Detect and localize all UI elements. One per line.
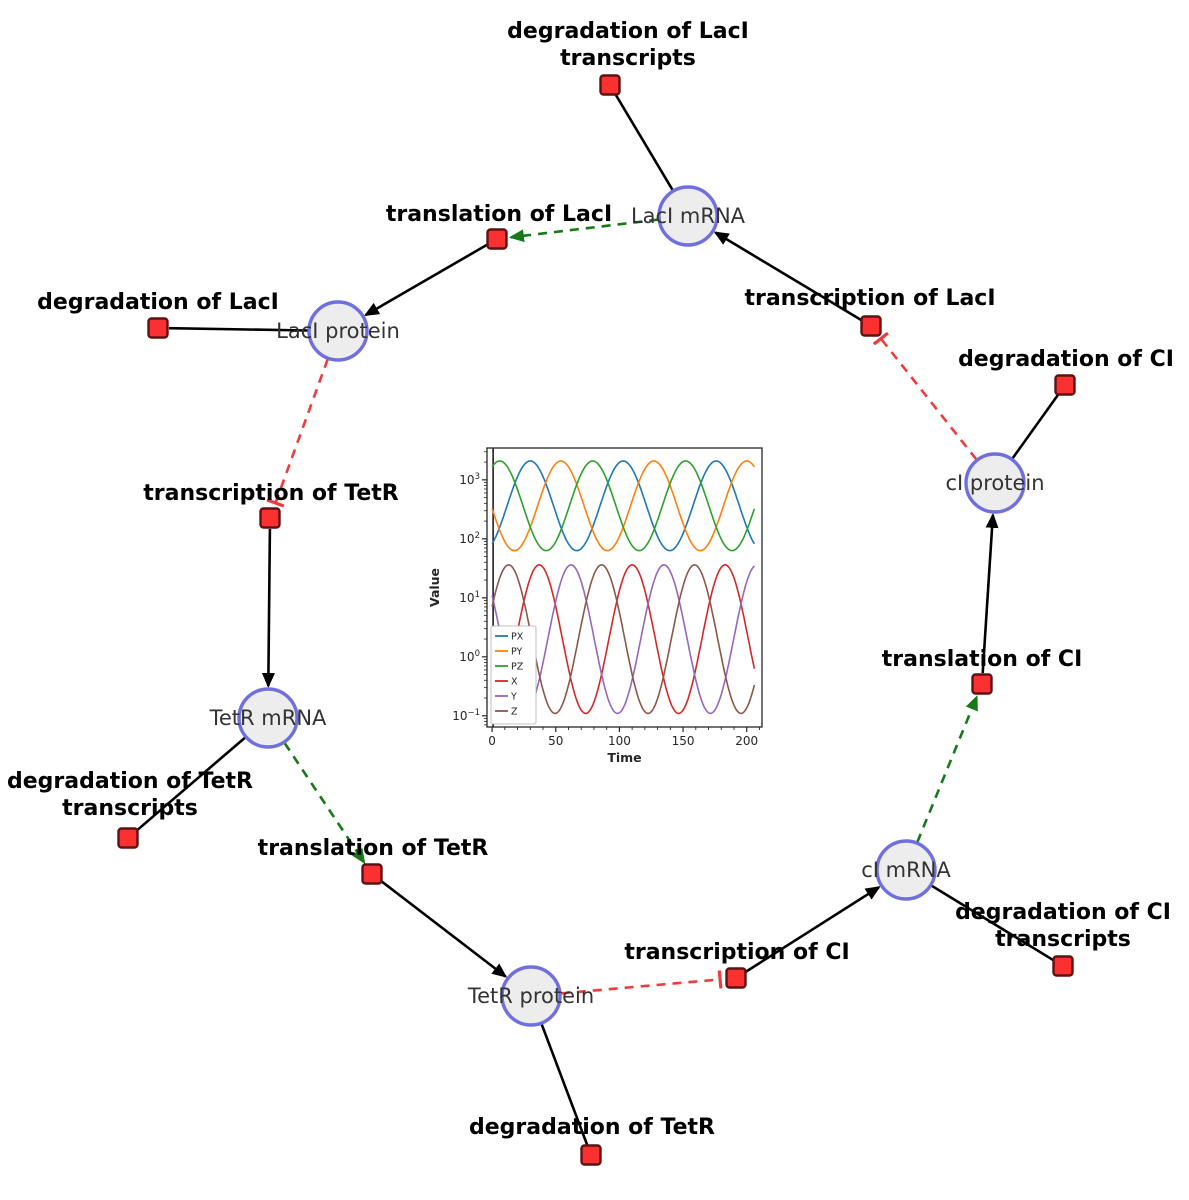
- reaction-node-layer: [117, 74, 1076, 1166]
- reaction-node-transcription-ci: [725, 967, 747, 989]
- edge-inhibitor-ci-protein-to-transcription-laci: [881, 339, 978, 461]
- series-PY: [491, 460, 756, 552]
- x-tick-label: 50: [548, 734, 563, 748]
- reaction-node-transcription-tetr: [259, 507, 281, 529]
- reaction-node-deg-ci-transcripts: [1052, 955, 1074, 977]
- reaction-node-deg-ci: [1054, 374, 1076, 396]
- edge-consume-ci-mrna-to-deg-ci-transcripts: [930, 884, 1055, 962]
- reaction-label-translation-tetr: translation of TetR: [258, 836, 489, 861]
- edge-layer: [135, 93, 1060, 1146]
- reaction-label-deg-ci: degradation of CI: [958, 347, 1174, 372]
- x-tick-label: 0: [488, 734, 496, 748]
- x-tick-label: 200: [735, 734, 758, 748]
- species-node-ci-protein: [964, 452, 1026, 514]
- chart-legend: PX PY PZ XYZ: [490, 625, 537, 725]
- edge-inhibitor-tetr-protein-to-transcription-ci: [560, 979, 720, 995]
- species-label-laci-protein: LacI protein: [276, 319, 400, 343]
- edge-modifier-ci-mrna-to-translation-ci: [916, 695, 978, 843]
- y-tick-label: 100: [459, 649, 480, 664]
- species-label-ci-protein: cI protein: [945, 471, 1044, 495]
- edge-consume-tetr-protein-to-deg-tetr: [540, 1023, 589, 1146]
- species-node-tetr-mrna: [237, 687, 299, 749]
- legend-label-X: X: [511, 677, 518, 688]
- edge-consume-laci-protein-to-deg-laci: [168, 326, 309, 332]
- series-X: [492, 563, 756, 715]
- species-node-laci-protein: [307, 300, 369, 362]
- y-tick-label: 10−1: [452, 708, 480, 723]
- species-label-laci-mrna: LacI mRNA: [631, 204, 746, 228]
- edge-product-translation-tetr-to-tetr-protein: [379, 879, 508, 978]
- axes-frame: [486, 447, 763, 728]
- reaction-node-transcription-laci: [860, 315, 882, 337]
- reaction-node-deg-laci: [147, 317, 169, 339]
- legend-label-PY: PY: [511, 647, 523, 658]
- reaction-node-deg-laci-transcripts: [599, 74, 621, 96]
- edge-modifier-laci-mrna-to-translation-laci: [508, 218, 659, 243]
- x-axis-label: Time: [607, 750, 641, 765]
- series-PZ: [491, 460, 756, 552]
- edge-consume-ci-protein-to-deg-ci: [1011, 393, 1060, 460]
- reaction-label-deg-laci: degradation of LacI: [37, 290, 279, 315]
- series-PX: [491, 460, 756, 552]
- species-node-ci-mrna: [875, 839, 937, 901]
- species-node-tetr-protein: [500, 965, 562, 1027]
- reaction-node-deg-tetr-transcripts: [117, 827, 139, 849]
- edge-product-translation-ci-to-ci-protein: [981, 512, 999, 674]
- edge-product-transcription-tetr-to-tetr-mrna: [261, 528, 275, 688]
- reaction-node-translation-ci: [971, 673, 993, 695]
- edge-product-translation-laci-to-laci-protein: [363, 243, 489, 317]
- edge-consume-tetr-mrna-to-deg-tetr-transcripts: [135, 736, 247, 832]
- reaction-label-transcription-ci: transcription of CI: [624, 940, 849, 965]
- y-axis-label: Value: [427, 568, 442, 607]
- legend-label-Z: Z: [511, 707, 518, 718]
- y-tick-label: 102: [459, 531, 480, 546]
- x-tick-label: 150: [672, 734, 695, 748]
- reaction-node-deg-tetr: [580, 1144, 602, 1166]
- y-tick-label: 101: [459, 590, 480, 605]
- species-label-tetr-mrna: TetR mRNA: [209, 706, 327, 730]
- y-tick-label: 103: [459, 472, 480, 487]
- edge-product-transcription-ci-to-ci-mrna: [744, 886, 881, 974]
- species-label-tetr-protein: TetR protein: [467, 984, 594, 1008]
- legend-label-PX: PX: [511, 632, 524, 643]
- reaction-node-translation-tetr: [361, 863, 383, 885]
- reaction-label-deg-tetr: degradation of TetR: [469, 1115, 715, 1140]
- reaction-label-transcription-tetr: transcription of TetR: [143, 481, 399, 506]
- edge-modifier-tetr-mrna-to-translation-tetr: [283, 742, 366, 865]
- reaction-label-transcription-laci: transcription of LacI: [744, 286, 995, 311]
- reaction-label-translation-laci: translation of LacI: [386, 202, 612, 227]
- reaction-label-translation-ci: translation of CI: [882, 647, 1083, 672]
- species-label-ci-mrna: cI mRNA: [861, 858, 951, 882]
- edge-consume-laci-mrna-to-deg-laci-transcripts: [614, 93, 674, 191]
- edge-product-transcription-laci-to-laci-mrna: [713, 231, 863, 322]
- reaction-node-translation-laci: [486, 228, 508, 250]
- species-node-laci-mrna: [657, 185, 719, 247]
- x-tick-label: 100: [608, 734, 631, 748]
- legend-label-PZ: PZ: [511, 662, 524, 673]
- legend-label-Y: Y: [510, 692, 517, 703]
